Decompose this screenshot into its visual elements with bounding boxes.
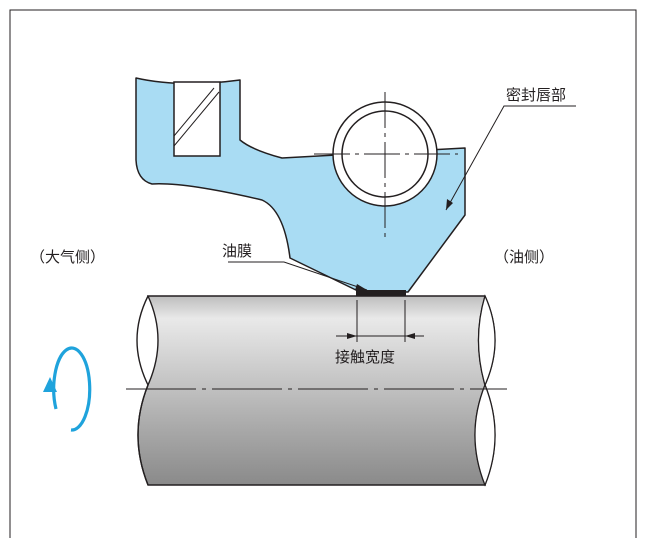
shaft — [126, 294, 507, 487]
oil-film-leader — [228, 261, 368, 291]
seal-lip-leader — [445, 105, 576, 211]
shaft-body — [137, 295, 496, 486]
oil-side-label: （油侧） — [494, 248, 554, 266]
seal-lip-label: 密封唇部 — [506, 86, 566, 104]
rotation-arrow-icon — [43, 346, 92, 432]
slot-hatch-2 — [173, 91, 220, 147]
contact-width-dimension — [336, 300, 424, 342]
shaft-left-break — [136, 295, 149, 486]
oil-film-contact — [356, 290, 406, 296]
air-side-label: （大气侧） — [30, 248, 105, 266]
seal-lip-leader-arrow — [446, 199, 453, 210]
oil-film-leader-arrow — [355, 284, 367, 290]
contact-width-label: 接触宽度 — [335, 348, 395, 366]
oil-film-label: 油膜 — [222, 242, 252, 260]
dim-arrow-right — [405, 333, 415, 339]
frame-border — [9, 9, 637, 538]
dim-arrow-left — [347, 333, 357, 339]
shaft-right-end-face — [474, 294, 496, 487]
slot-hatch-1 — [173, 87, 215, 137]
seal — [135, 77, 466, 296]
